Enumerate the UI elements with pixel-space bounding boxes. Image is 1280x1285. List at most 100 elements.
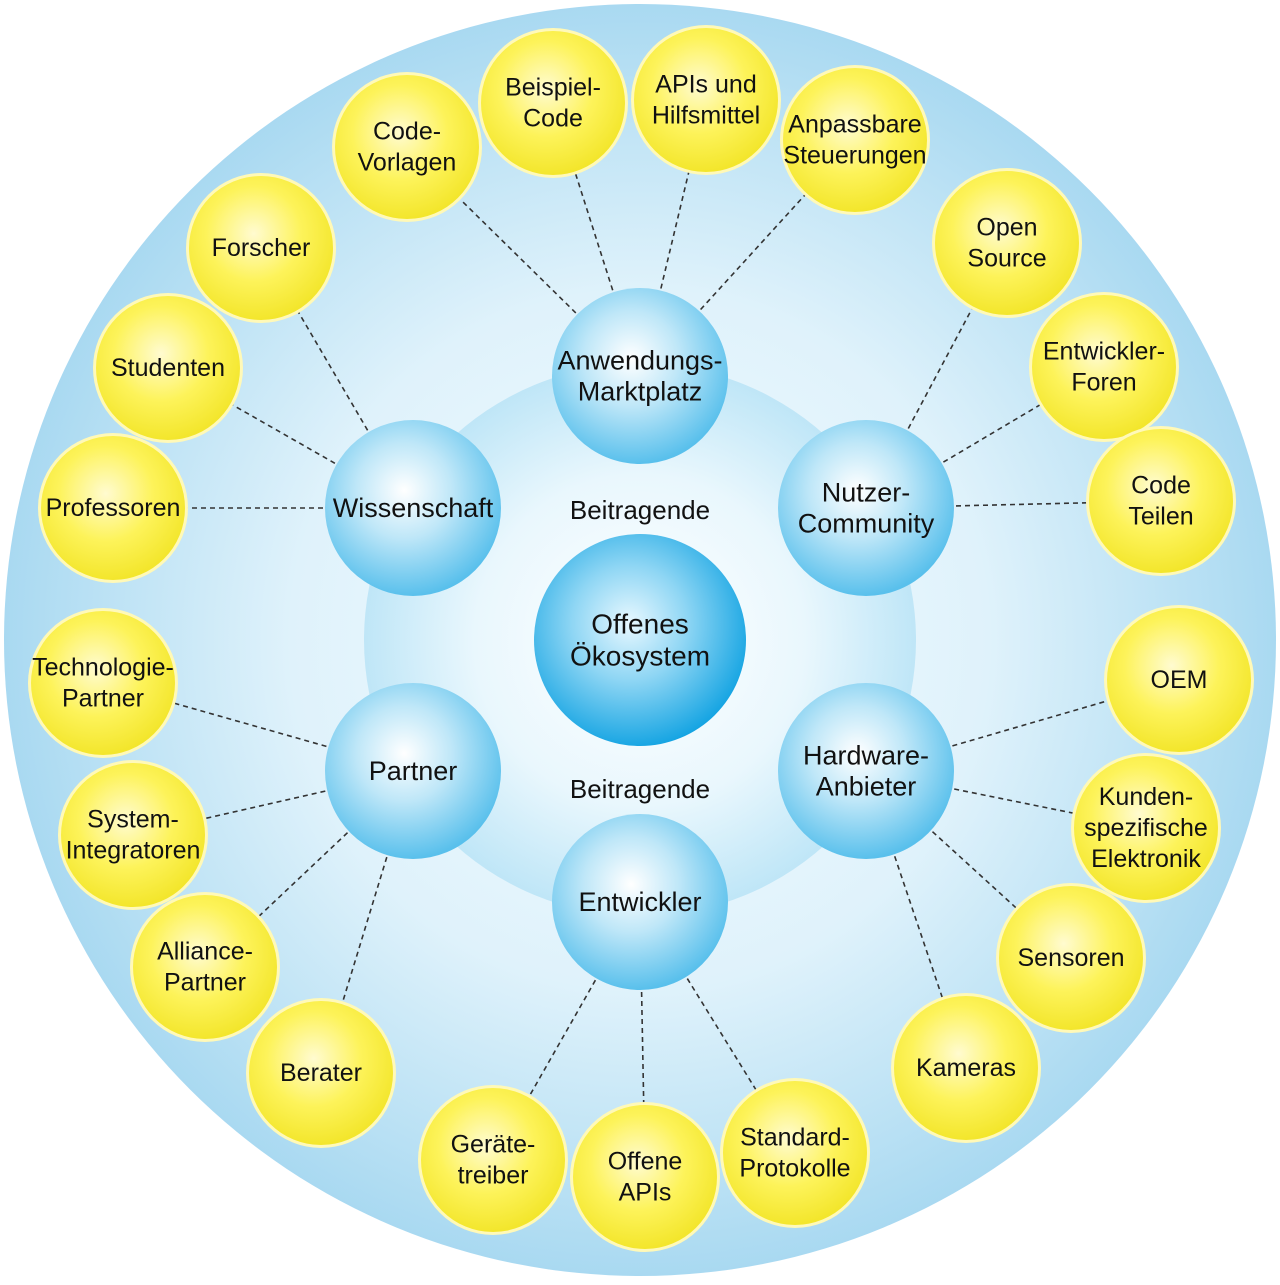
hub-anwendungs-marktplatz: Anwendungs-Marktplatz — [552, 288, 728, 464]
leaf-studenten-label-line-1: Studenten — [111, 354, 225, 382]
hub-nutzer-community: Nutzer-Community — [778, 420, 954, 596]
ring-label-bottom: Beitragende — [570, 774, 710, 804]
leaf-technologie-partner-circle — [31, 611, 175, 755]
leaf-code-vorlagen-label-line-2: Vorlagen — [358, 149, 457, 177]
leaf-code-teilen-circle — [1089, 429, 1233, 573]
leaf-system-integratoren-circle — [61, 763, 205, 907]
hub-wissenschaft-label-line-1: Wissenschaft — [333, 493, 494, 523]
leaf-entwickler-foren: Entwickler- Foren — [1029, 292, 1179, 442]
leaf-geraetetreiber-circle — [421, 1088, 565, 1232]
leaf-code-vorlagen-label-line-1: Code- — [373, 118, 441, 146]
connector-anpassbare-steuerungen — [700, 194, 806, 311]
leaf-beispiel-code-label-line-2: Code — [523, 105, 583, 133]
leaf-code-vorlagen-circle — [335, 75, 479, 219]
center-circle — [534, 534, 746, 746]
leaf-offene-apis-label-line-2: APIs — [619, 1179, 672, 1207]
leaf-open-source-circle — [935, 171, 1079, 315]
leaf-alliance-partner: Alliance- Partner — [130, 892, 280, 1042]
leaf-forscher: Forscher — [186, 173, 336, 323]
leaf-oem-label-line-1: OEM — [1151, 666, 1208, 694]
connector-sensoren — [931, 831, 1017, 909]
leaf-system-integratoren-label-line-1: System- — [87, 806, 179, 834]
leaf-entwickler-foren-label-line-1: Entwickler- — [1043, 338, 1165, 366]
leaf-beispiel-code-label-line-1: Beispiel- — [505, 74, 601, 102]
leaf-apis-und-hilfsmittel-circle — [634, 28, 778, 172]
hub-wissenschaft-circle — [325, 420, 501, 596]
leaf-kundenspezifische-elektronik-label-line-2: spezifische — [1084, 814, 1208, 842]
leaf-technologie-partner: Technologie- Partner — [28, 608, 178, 758]
connector-code-vorlagen — [459, 198, 577, 314]
leaf-system-integratoren: System- Integratoren — [58, 760, 208, 910]
leaf-oem: OEM — [1104, 605, 1254, 755]
leaf-code-vorlagen: Code- Vorlagen — [332, 72, 482, 222]
hub-hardware-anbieter: Hardware-Anbieter — [778, 683, 954, 859]
leaf-standard-protokolle-label-line-2: Protokolle — [739, 1155, 850, 1183]
connector-studenten — [231, 404, 336, 464]
leaf-entwickler-foren-label-line-2: Foren — [1071, 369, 1136, 397]
leaf-professoren-label-line-1: Professoren — [46, 494, 181, 522]
connector-apis-und-hilfsmittel — [660, 171, 690, 289]
leaf-nodes: Code- Vorlagen Beispiel- Code APIs undHilfsm… — [28, 25, 1254, 1252]
leaf-geraetetreiber: Geräte-treiber — [418, 1085, 568, 1235]
leaf-standard-protokolle: Standard-Protokolle — [720, 1078, 870, 1228]
leaf-anpassbare-steuerungen-circle — [783, 68, 927, 212]
center-label-line-1: Offenes — [591, 609, 689, 640]
leaf-kameras-label-line-1: Kameras — [916, 1054, 1016, 1082]
leaf-berater-label-line-1: Berater — [280, 1059, 362, 1087]
leaf-apis-und-hilfsmittel-label-line-2: Hilfsmittel — [652, 102, 760, 130]
leaf-system-integratoren-label-line-2: Integratoren — [66, 837, 201, 865]
hub-anwendungs-marktplatz-label-line-1: Anwendungs- — [557, 346, 722, 376]
hub-entwickler-label-line-1: Entwickler — [578, 887, 701, 917]
hub-hardware-anbieter-label-line-2: Anbieter — [816, 772, 917, 802]
leaf-technologie-partner-label-line-1: Technologie- — [32, 654, 174, 682]
leaf-offene-apis-circle — [573, 1105, 717, 1249]
leaf-sensoren: Sensoren — [996, 883, 1146, 1033]
leaf-code-teilen-label-line-1: Code — [1131, 472, 1191, 500]
leaf-berater-circle — [249, 1001, 393, 1145]
hub-entwickler: Entwickler — [552, 814, 728, 990]
leaf-alliance-partner-circle — [133, 895, 277, 1039]
hub-hardware-anbieter-circle — [778, 683, 954, 859]
leaf-forscher-label-line-1: Forscher — [212, 234, 311, 262]
hub-anwendungs-marktplatz-circle — [552, 288, 728, 464]
leaf-beispiel-code-circle — [481, 31, 625, 175]
leaf-entwickler-foren-circle — [1032, 295, 1176, 439]
connector-standard-protokolle — [686, 978, 757, 1091]
leaf-kundenspezifische-elektronik-circle — [1074, 756, 1218, 900]
leaf-geraetetreiber-label-line-1: Geräte- — [451, 1131, 536, 1159]
leaf-anpassbare-steuerungen-label-line-2: Steuerungen — [783, 142, 926, 170]
hub-partner-label-line-1: Partner — [369, 756, 458, 786]
leaf-studenten-circle — [96, 296, 240, 440]
connector-code-teilen — [955, 502, 1088, 507]
leaf-berater: Berater — [246, 998, 396, 1148]
leaf-open-source-label-line-2: Source — [967, 245, 1046, 273]
leaf-alliance-partner-label-line-2: Partner — [164, 969, 246, 997]
connector-alliance-partner — [258, 832, 349, 917]
connector-forscher — [297, 311, 369, 431]
leaf-alliance-partner-label-line-1: Alliance- — [157, 938, 253, 966]
connector-open-source — [907, 307, 973, 429]
leaf-sensoren-circle — [999, 886, 1143, 1030]
leaf-geraetetreiber-label-line-2: treiber — [458, 1162, 529, 1190]
hub-nutzer-community-label-line-1: Nutzer- — [822, 478, 911, 508]
leaf-code-teilen-label-line-2: Teilen — [1128, 503, 1193, 531]
leaf-standard-protokolle-circle — [723, 1081, 867, 1225]
leaf-offene-apis-label-line-1: Offene — [608, 1148, 683, 1176]
connector-kameras — [893, 856, 944, 999]
leaf-forscher-circle — [189, 176, 333, 320]
leaf-kundenspezifische-elektronik-label-line-1: Kunden- — [1099, 783, 1194, 811]
connector-entwickler-foren — [942, 404, 1041, 463]
connector-offene-apis — [640, 991, 645, 1104]
leaf-oem-circle — [1107, 608, 1251, 752]
hub-nutzer-community-circle — [778, 420, 954, 596]
leaf-technologie-partner-label-line-2: Partner — [62, 685, 144, 713]
hub-entwickler-circle — [552, 814, 728, 990]
